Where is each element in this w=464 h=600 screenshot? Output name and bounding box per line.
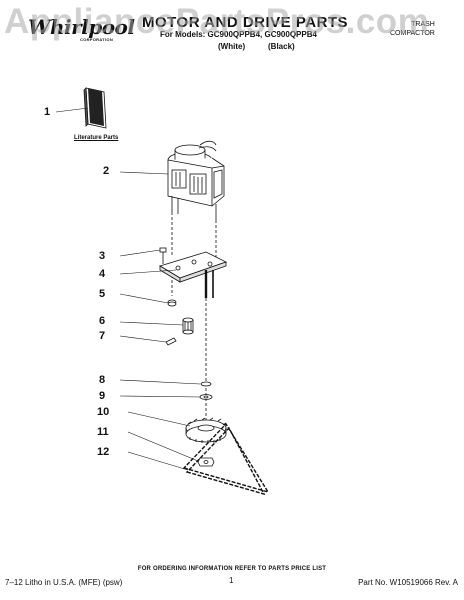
callout-9: 9 [99, 390, 106, 402]
assembly-axis [171, 212, 217, 440]
litho-line: 7–12 Litho in U.S.A. (MFE) (psw) [5, 578, 123, 587]
callout-12: 12 [97, 446, 110, 458]
mounting-plate-icon [159, 251, 228, 298]
brand-subtitle: CORPORATION [80, 37, 114, 42]
literature-parts-label: Literature Parts [74, 135, 119, 141]
appliance-type-line2: COMPACTOR [390, 30, 435, 37]
part-number: Part No. W10519066 Rev. A [358, 578, 458, 587]
callout-6: 6 [99, 315, 106, 327]
page-number: 1 [229, 576, 234, 585]
spacer-washer-icon [199, 394, 213, 400]
literature-booklet-icon [83, 87, 107, 129]
appliance-type-line1: TRASH [411, 21, 435, 28]
set-screw-icon [165, 337, 177, 346]
color-black-label: (Black) [268, 42, 295, 51]
sprocket-icon [185, 417, 227, 443]
screw-icon [159, 247, 167, 264]
callout-8: 8 [99, 374, 106, 386]
nut-icon [197, 457, 215, 467]
callout-leaders [55, 107, 201, 471]
thrust-washer-icon [200, 381, 212, 387]
callout-1: 1 [44, 106, 51, 118]
ordering-note: FOR ORDERING INFORMATION REFER TO PARTS … [137, 566, 327, 572]
washer-icon [167, 299, 177, 307]
callout-2: 2 [103, 165, 110, 177]
brand-logo: Whirlpool [28, 15, 135, 39]
color-white-label: (White) [218, 42, 246, 51]
motor-icon [167, 140, 225, 220]
callout-3: 3 [99, 250, 106, 262]
page-title: MOTOR AND DRIVE PARTS [142, 14, 349, 31]
appliance-type: TRASH COMPACTOR [390, 20, 435, 38]
callout-10: 10 [97, 406, 110, 418]
callout-5: 5 [99, 288, 106, 300]
callout-4: 4 [99, 268, 106, 280]
callout-7: 7 [99, 330, 106, 342]
pinion-gear-icon [182, 317, 194, 335]
callout-11: 11 [97, 426, 109, 438]
models-line: For Models: GC900QPPB4, GC900QPPB4 [160, 30, 317, 39]
drive-chain-icon [182, 422, 270, 496]
